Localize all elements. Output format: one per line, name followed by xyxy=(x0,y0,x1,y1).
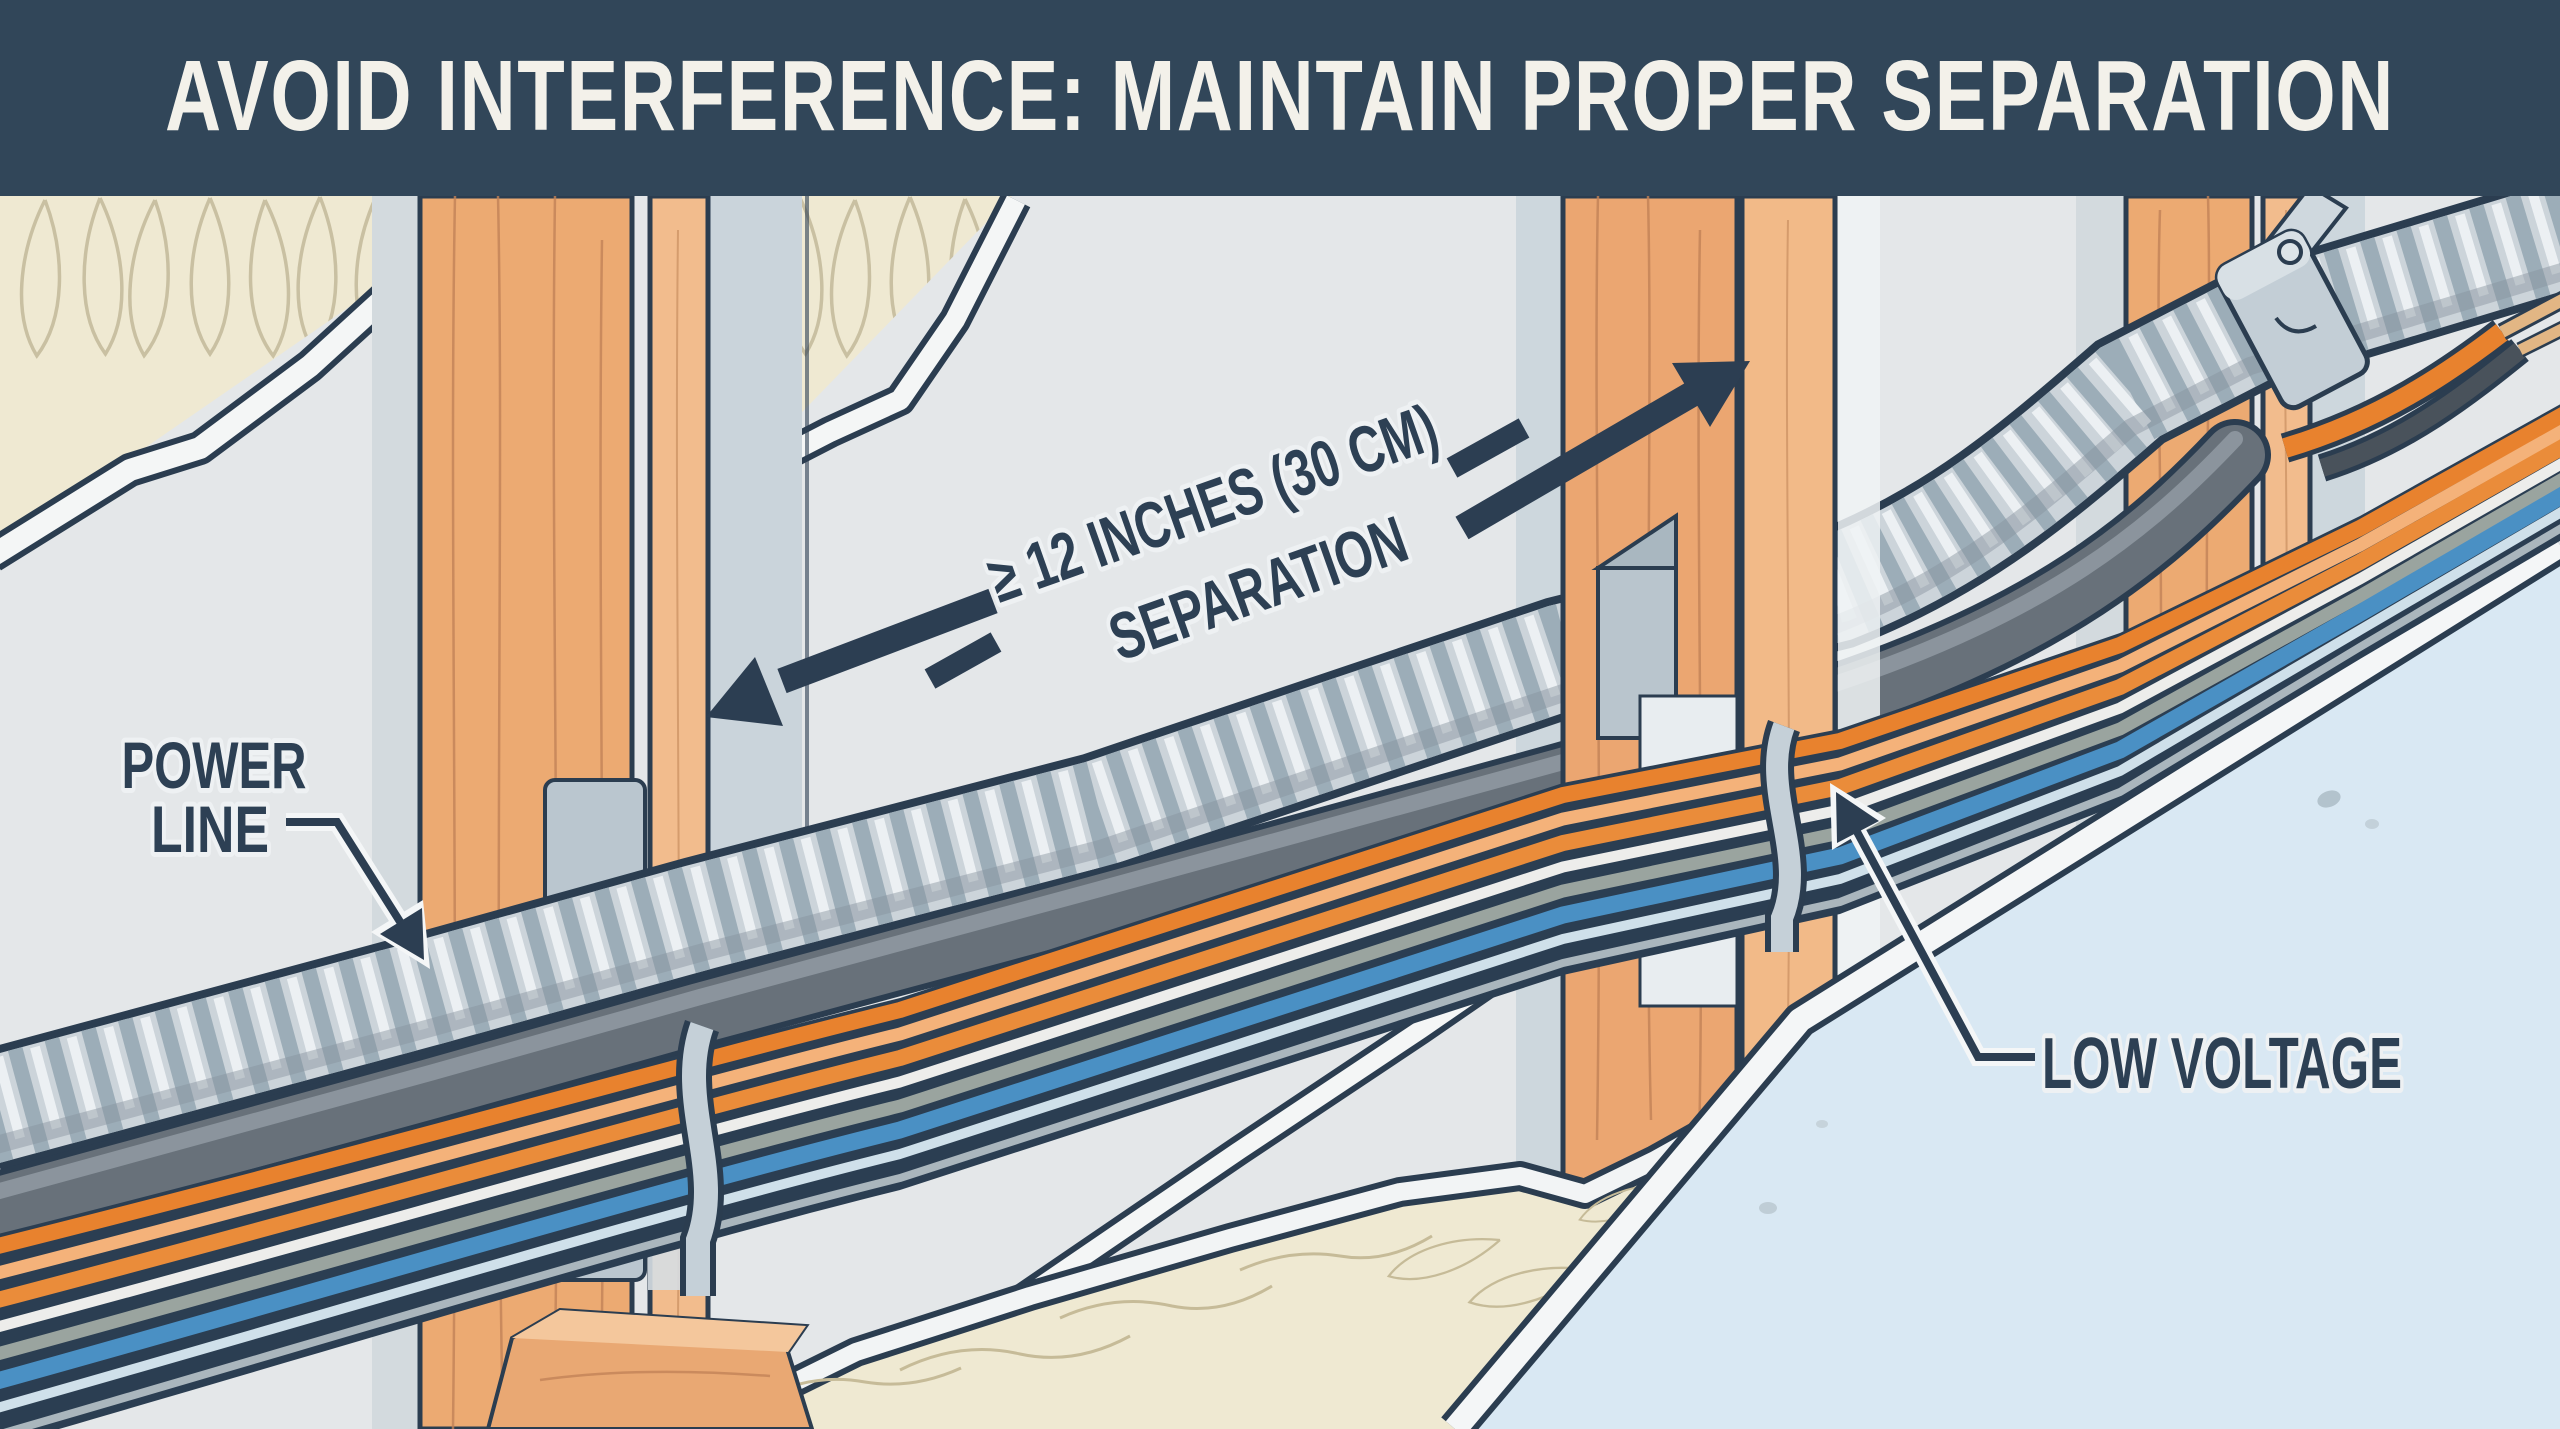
connector-screw xyxy=(2277,239,2303,265)
sheathing-panel xyxy=(1441,529,2560,1429)
drywall-speck xyxy=(2317,790,2341,808)
stud-middle-secondary xyxy=(1739,193,1838,1139)
insulation-squiggle xyxy=(1059,1284,1273,1320)
lv-cable-blue xyxy=(0,486,2560,1390)
insulation-squiggle xyxy=(1239,1234,1433,1272)
power-line-label-line1: POWER xyxy=(122,728,307,802)
conduit-connector xyxy=(2214,183,2370,411)
copper-tip xyxy=(2499,294,2560,338)
lv-cable-white xyxy=(0,458,2560,1333)
lv-cable-lightblue xyxy=(0,506,2560,1413)
arrowhead xyxy=(1836,792,1879,843)
wood-grain xyxy=(539,1370,771,1382)
sheathing-edge-band xyxy=(1445,534,2560,1429)
cable-staple-middle xyxy=(1760,720,1807,952)
lv-cable-orange xyxy=(0,439,2560,1308)
power-line-leader xyxy=(286,813,430,969)
power-line-label-line2: LINE xyxy=(151,792,269,866)
bottom-plate-wood xyxy=(485,1307,815,1429)
drywall-speck xyxy=(1759,1202,1777,1214)
drywall-speck xyxy=(1816,1120,1828,1128)
separation-line-stub xyxy=(1446,418,1530,478)
low-voltage-bundle xyxy=(0,404,2560,1429)
lv-cable-peach xyxy=(0,424,2560,1280)
insulation-squiggle xyxy=(899,1334,1131,1372)
arrowhead xyxy=(706,657,783,726)
separation-arrow-upper xyxy=(1455,361,1750,540)
drywall-speck xyxy=(2365,819,2379,829)
insulation-fill xyxy=(0,196,420,548)
pigtail-wire-black xyxy=(2317,321,2560,482)
header-bar xyxy=(0,0,2560,196)
low-voltage-leader xyxy=(1830,783,2035,1066)
page-title: AVOID INTERFERENCE: MAINTAIN PROPER SEPA… xyxy=(165,40,2395,152)
insulation-top-left xyxy=(0,196,420,548)
separation-line-stub xyxy=(924,632,1002,689)
separation-arrow-lower xyxy=(706,588,998,726)
arrowhead xyxy=(1672,361,1750,427)
pigtail-wire-orange xyxy=(2280,290,2560,463)
low-voltage-label: LOW VOLTAGE xyxy=(2042,1024,2402,1104)
arrowhead xyxy=(380,908,424,960)
lv-cable-sage xyxy=(0,473,2560,1361)
lv-cable-orange xyxy=(0,407,2560,1254)
lv-cable-gray xyxy=(3,524,2560,1429)
connector-hook xyxy=(2274,316,2318,334)
torn-edge-top-left xyxy=(0,249,436,571)
cable-staple-left xyxy=(676,1020,724,1296)
wood-grain xyxy=(1697,229,1703,1151)
copper-tip xyxy=(2517,323,2560,355)
